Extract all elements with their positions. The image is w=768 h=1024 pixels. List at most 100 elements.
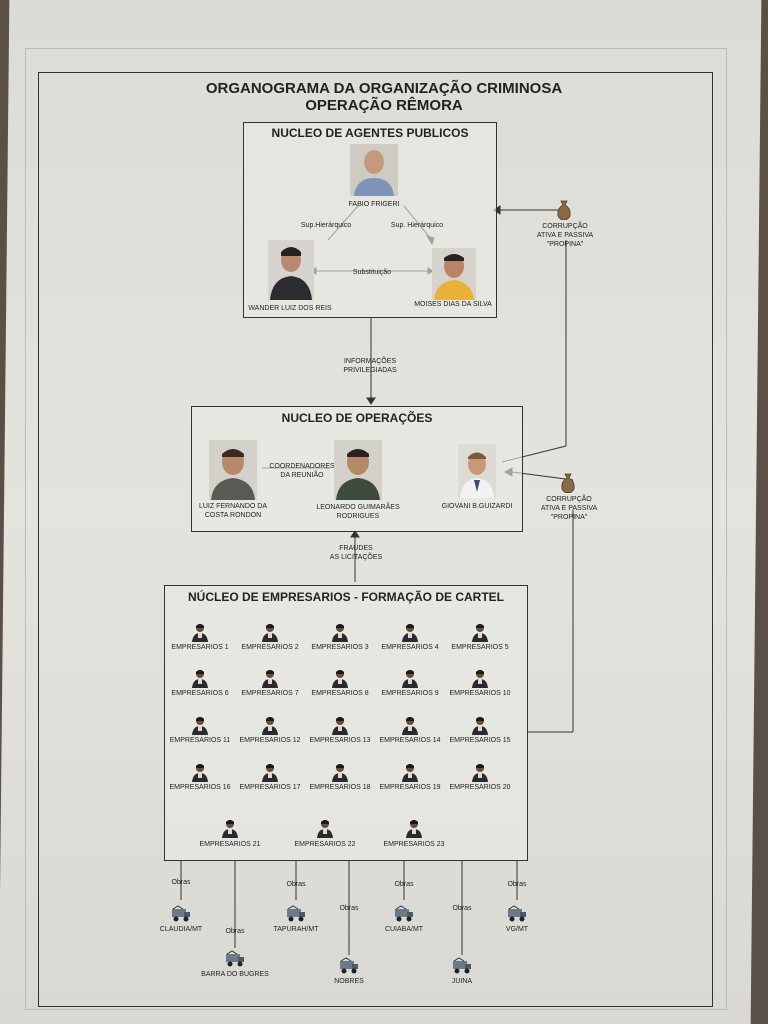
sup-hierarquico-right: Sup. Hierárquico bbox=[390, 222, 444, 229]
empresario-label: EMPRESARIOS 8 bbox=[311, 690, 369, 697]
corrupcao1-line3: "PROPINA" bbox=[546, 241, 584, 248]
city-label: JUINA bbox=[451, 978, 473, 985]
city-label: CUIABA/MT bbox=[384, 926, 424, 933]
leonardo-name-line2: RODRIGUES bbox=[336, 513, 380, 520]
empresario-label: EMPRESARIOS 13 bbox=[309, 737, 371, 744]
obras-label: Obras bbox=[452, 905, 472, 912]
money-bag-icon-2 bbox=[561, 473, 575, 493]
empresario-label: EMPRESARIOS 7 bbox=[241, 690, 299, 697]
empresario-label: EMPRESARIOS 5 bbox=[451, 644, 509, 651]
fabio-name: FABIO FRIGERI bbox=[348, 201, 400, 208]
empresario-label: EMPRESARIOS 11 bbox=[169, 737, 231, 744]
construction-icon bbox=[170, 905, 192, 923]
businessman-icon bbox=[261, 668, 279, 688]
empresario-label: EMPRESARIOS 14 bbox=[379, 737, 441, 744]
businessman-icon bbox=[221, 818, 239, 838]
empresario-label: EMPRESARIOS 1 bbox=[171, 644, 229, 651]
businessman-icon bbox=[331, 668, 349, 688]
nucleo-agentes-title: NUCLEO DE AGENTES PUBLICOS bbox=[271, 126, 469, 140]
businessman-icon bbox=[191, 622, 209, 642]
businessman-icon bbox=[191, 668, 209, 688]
businessman-icon bbox=[331, 762, 349, 782]
nucleo-empresarios-title: NÚCLEO DE EMPRESARIOS - FORMAÇÃO DE CART… bbox=[187, 590, 504, 604]
businessman-icon bbox=[191, 715, 209, 735]
businessman-icon bbox=[261, 715, 279, 735]
empresario-label: EMPRESARIOS 9 bbox=[381, 690, 439, 697]
chart-frame bbox=[38, 72, 713, 1007]
wander-photo bbox=[268, 240, 314, 300]
city-label: NOBRES bbox=[334, 978, 364, 985]
businessman-icon bbox=[261, 762, 279, 782]
businessman-icon bbox=[401, 762, 419, 782]
fabio-photo bbox=[350, 144, 398, 196]
city-label: TAPURAH/MT bbox=[273, 926, 319, 933]
corrupcao2-line1: CORRUPÇÃO bbox=[546, 496, 592, 503]
empresario-label: EMPRESARIOS 6 bbox=[171, 690, 229, 697]
empresario-label: EMPRESARIOS 19 bbox=[379, 784, 441, 791]
moises-photo bbox=[432, 248, 476, 300]
construction-icon bbox=[224, 950, 246, 968]
businessman-icon bbox=[316, 818, 334, 838]
moises-name: MOISES DIAS DA SILVA bbox=[414, 301, 492, 308]
fraudes-line1: FRAUDES bbox=[339, 545, 373, 552]
nucleo-operacoes-title: NUCLEO DE OPERAÇÕES bbox=[281, 411, 433, 425]
obras-label: Obras bbox=[507, 881, 527, 888]
empresario-label: EMPRESARIOS 18 bbox=[309, 784, 371, 791]
page-title-line1: ORGANOGRAMA DA ORGANIZAÇÃO CRIMINOSA bbox=[205, 80, 563, 97]
businessman-icon bbox=[331, 715, 349, 735]
empresario-label: EMPRESARIOS 15 bbox=[449, 737, 511, 744]
fraudes-line2: AS LICITAÇÕES bbox=[329, 554, 383, 561]
empresario-label: EMPRESARIOS 2 bbox=[241, 644, 299, 651]
coordenadores-line1: COORDENADORES bbox=[269, 463, 335, 470]
sup-hierarquico-left: Sup.Hierárquico bbox=[300, 222, 352, 229]
city-label: VG/MT bbox=[505, 926, 529, 933]
empresario-label: EMPRESARIOS 17 bbox=[239, 784, 301, 791]
empresario-label: EMPRESARIOS 12 bbox=[239, 737, 301, 744]
businessman-icon bbox=[331, 622, 349, 642]
informacoes-line2: PRIVILEGIADAS bbox=[343, 367, 397, 374]
empresario-label: EMPRESARIOS 10 bbox=[449, 690, 511, 697]
construction-icon bbox=[451, 957, 473, 975]
outer-page-border bbox=[25, 48, 727, 1010]
businessman-icon bbox=[471, 668, 489, 688]
corrupcao1-line1: CORRUPÇÃO bbox=[542, 223, 588, 230]
empresario-label: EMPRESARIOS 23 bbox=[383, 841, 445, 848]
city-label: CLAUDIA/MT bbox=[159, 926, 203, 933]
money-bag-icon bbox=[557, 200, 571, 220]
empresario-label: EMPRESARIOS 20 bbox=[449, 784, 511, 791]
leonardo-photo bbox=[334, 440, 382, 500]
nucleo-empresarios-box: NÚCLEO DE EMPRESARIOS - FORMAÇÃO DE CART… bbox=[164, 585, 528, 861]
construction-icon bbox=[393, 905, 415, 923]
businessman-icon bbox=[401, 622, 419, 642]
empresario-label: EMPRESARIOS 21 bbox=[199, 841, 261, 848]
obras-label: Obras bbox=[394, 881, 414, 888]
businessman-icon bbox=[405, 818, 423, 838]
obras-label: Obras bbox=[286, 881, 306, 888]
luiz-name-line1: LUIZ FERNANDO DA bbox=[198, 503, 268, 510]
leonardo-name-line1: LEONARDO GUIMARÃES bbox=[316, 504, 400, 511]
city-label: BARRA DO BUGRES bbox=[201, 971, 269, 978]
giovani-photo bbox=[458, 444, 496, 498]
substituicao-label: Substituição bbox=[352, 269, 392, 276]
construction-icon bbox=[285, 905, 307, 923]
giovani-name: GIOVANI B.GUIZARDI bbox=[441, 503, 513, 510]
businessman-icon bbox=[401, 668, 419, 688]
businessman-icon bbox=[261, 622, 279, 642]
informacoes-line1: INFORMAÇÕES bbox=[343, 358, 397, 365]
businessman-icon bbox=[471, 762, 489, 782]
businessman-icon bbox=[471, 715, 489, 735]
empresario-label: EMPRESARIOS 22 bbox=[294, 841, 356, 848]
obras-label: Obras bbox=[171, 879, 191, 886]
corrupcao2-line3: "PROPINA" bbox=[550, 514, 588, 521]
corrupcao2-line2: ATIVA E PASSIVA bbox=[540, 505, 598, 512]
construction-icon bbox=[506, 905, 528, 923]
corrupcao1-line2: ATIVA E PASSIVA bbox=[536, 232, 594, 239]
businessman-icon bbox=[471, 622, 489, 642]
coordenadores-line2: DA REUNIÃO bbox=[280, 472, 324, 479]
businessman-icon bbox=[401, 715, 419, 735]
luiz-photo bbox=[209, 440, 257, 500]
page-title-line2: OPERAÇÃO RÊMORA bbox=[305, 97, 463, 114]
wander-name: WANDER LUIZ DOS REIS bbox=[248, 305, 332, 312]
empresario-label: EMPRESARIOS 3 bbox=[311, 644, 369, 651]
obras-label: Obras bbox=[339, 905, 359, 912]
